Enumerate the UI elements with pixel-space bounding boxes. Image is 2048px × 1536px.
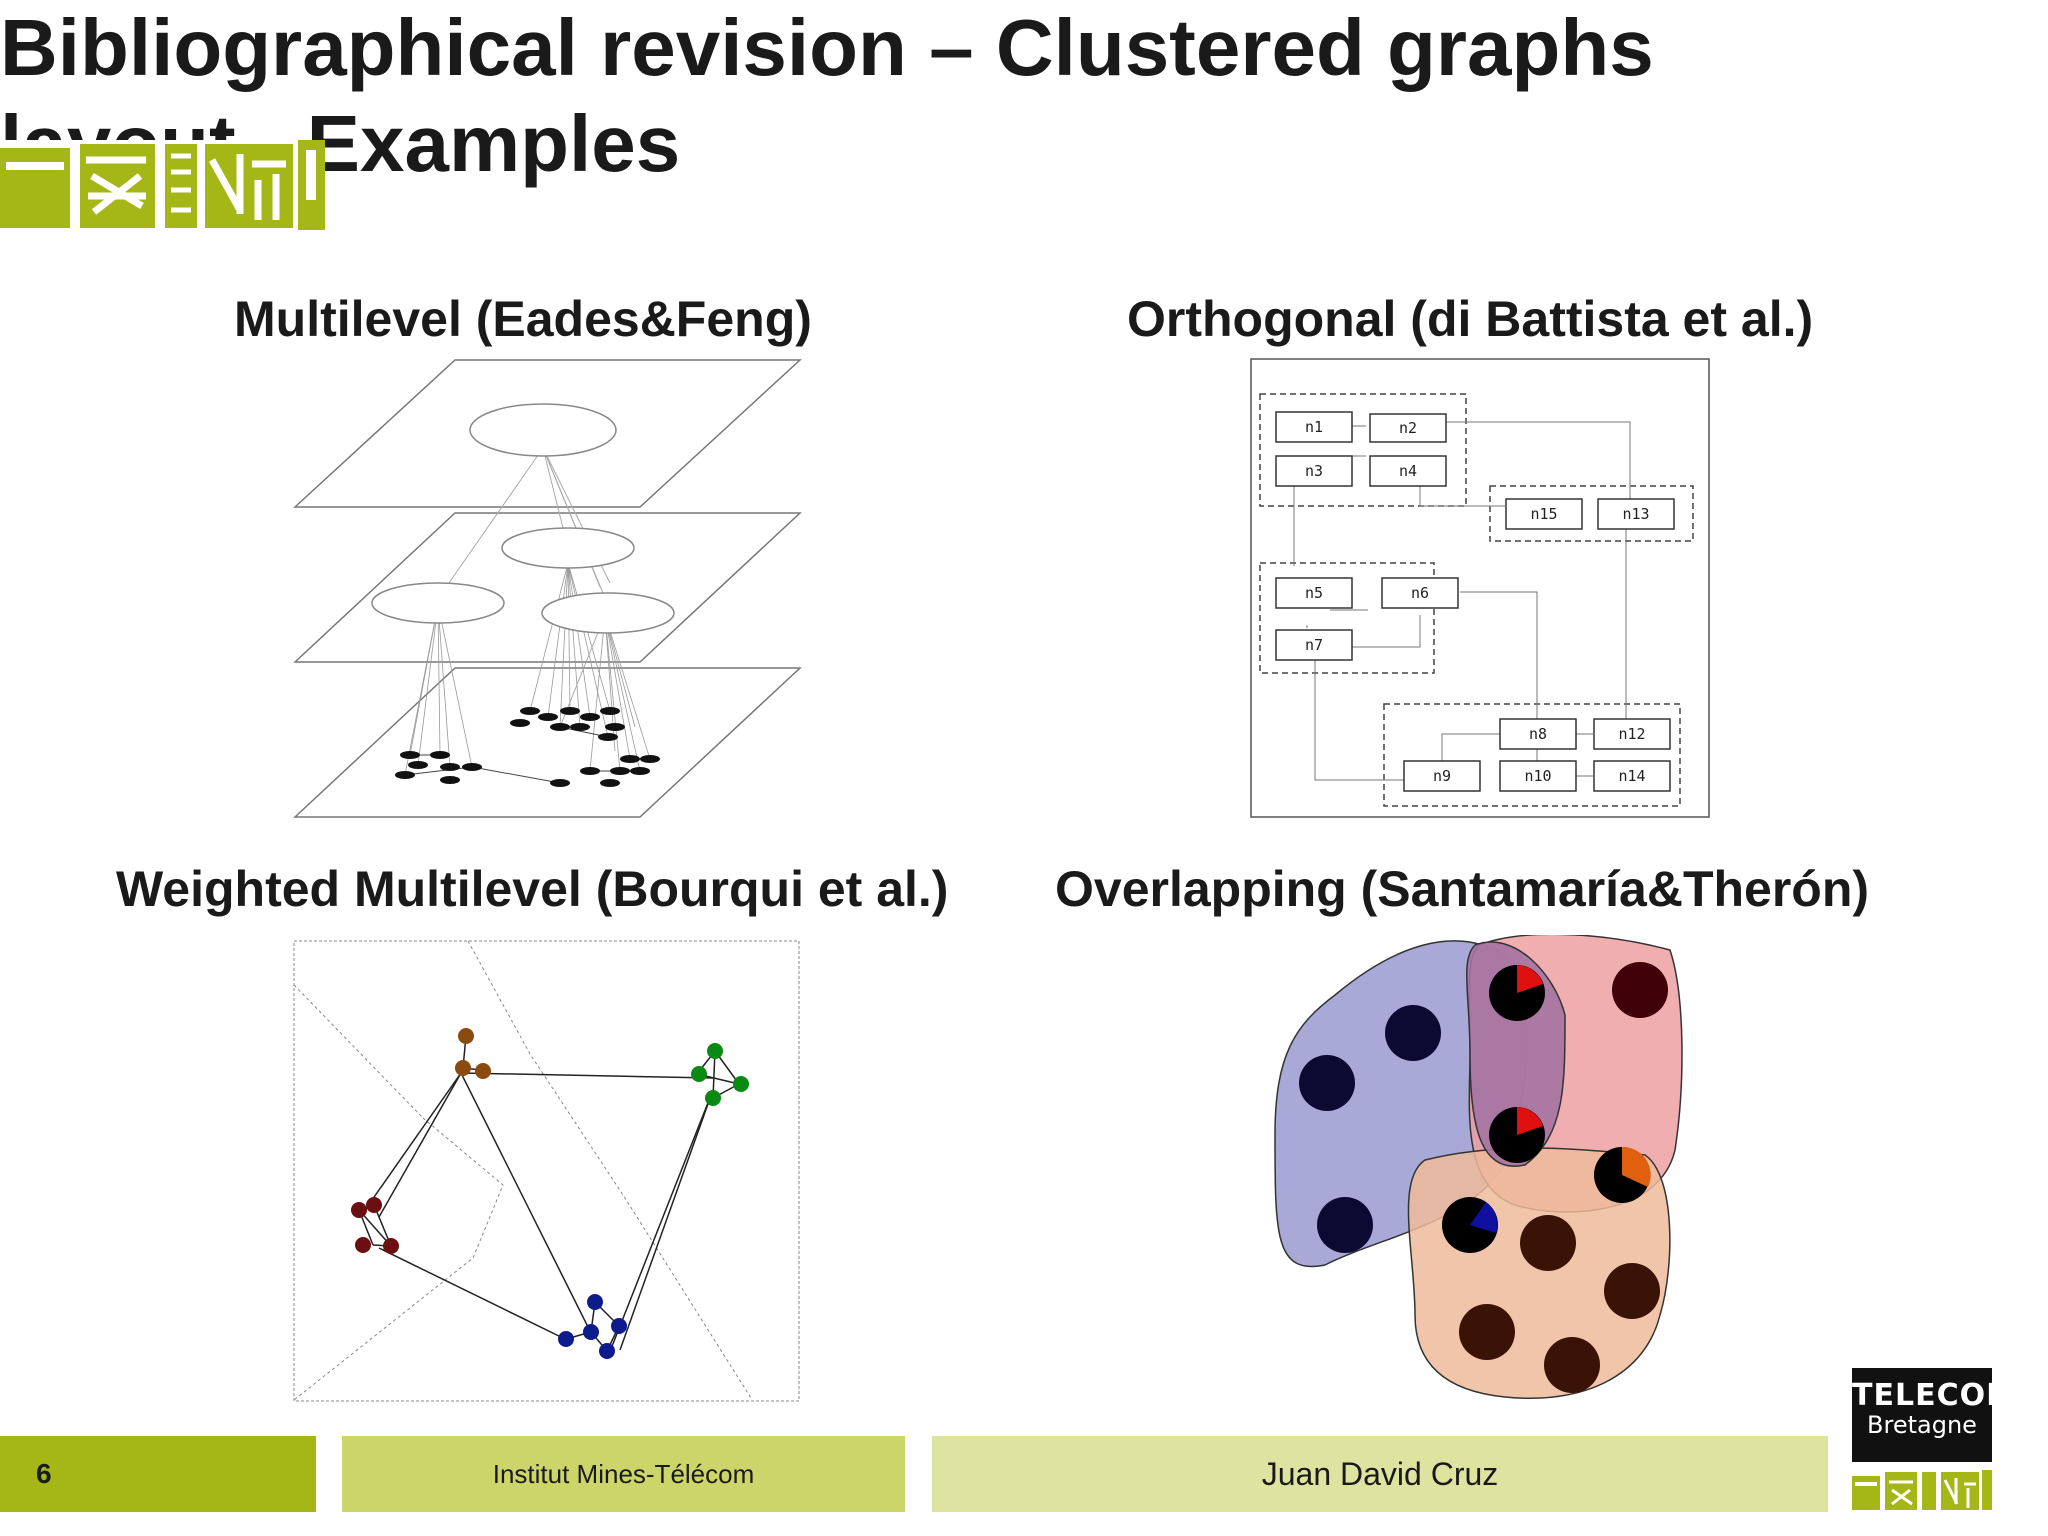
node-label: n10 <box>1524 767 1551 785</box>
node-label: n2 <box>1399 419 1417 437</box>
page-number: 6 <box>36 1458 52 1489</box>
layer-bottom <box>293 667 802 818</box>
pie-node-4 <box>1442 1197 1498 1253</box>
overlapping-diagram <box>1274 935 1683 1399</box>
caption-weighted: Weighted Multilevel (Bourqui et al.) <box>116 861 949 917</box>
caption-orthogonal: Orthogonal (di Battista et al.) <box>1127 291 1814 347</box>
caption-multilevel: Multilevel (Eades&Feng) <box>234 291 812 347</box>
node-label: n7 <box>1305 636 1323 654</box>
node-label: n9 <box>1433 767 1451 785</box>
mid-cluster-node-1 <box>501 527 635 569</box>
mid-cluster-node-2 <box>371 582 505 624</box>
telecom-bretagne-logo: TELECOM Bretagne <box>1852 1368 2016 1462</box>
mid-cluster-node-3 <box>541 592 675 634</box>
pie-node-1 <box>1489 965 1545 1021</box>
institution-name: Institut Mines-Télécom <box>492 1458 755 1489</box>
node-label: n12 <box>1618 725 1645 743</box>
multilevel-diagram <box>293 359 802 818</box>
node-label: n14 <box>1618 767 1645 785</box>
orthogonal-diagram: n1 n2 n3 n4 n15 n13 n5 n6 n7 n8 n12 n9 n… <box>1250 358 1710 818</box>
node-label: n3 <box>1305 462 1323 480</box>
institution-logo <box>0 140 325 230</box>
node-label: n4 <box>1399 462 1417 480</box>
cluster-4 <box>1383 703 1681 807</box>
caption-overlapping: Overlapping (Santamaría&Therón) <box>1055 861 1870 917</box>
node-label: n13 <box>1622 505 1649 523</box>
pie-node-3 <box>1594 1146 1651 1203</box>
weighted-multilevel-diagram <box>293 940 800 1402</box>
author-bar: Juan David Cruz <box>932 1436 1828 1512</box>
top-cluster-node <box>469 403 617 457</box>
pie-node-2 <box>1489 1107 1545 1163</box>
node-label: n6 <box>1411 584 1429 602</box>
slide-title: Bibliographical revision – Clustered gra… <box>0 3 1654 188</box>
page-number-bar: 6 <box>0 1436 316 1512</box>
layer-middle <box>293 512 802 663</box>
institution-bar: Institut Mines-Télécom <box>342 1436 905 1512</box>
cluster-3 <box>1259 562 1435 674</box>
node-label: n5 <box>1305 584 1323 602</box>
node-label: n8 <box>1529 725 1547 743</box>
author-name: Juan David Cruz <box>1261 1455 1499 1492</box>
node-label: n1 <box>1305 418 1323 436</box>
cluster-2 <box>1489 485 1694 542</box>
institution-small-logo <box>1852 1470 1992 1510</box>
cluster-1 <box>1259 393 1467 507</box>
node-label: n15 <box>1530 505 1557 523</box>
